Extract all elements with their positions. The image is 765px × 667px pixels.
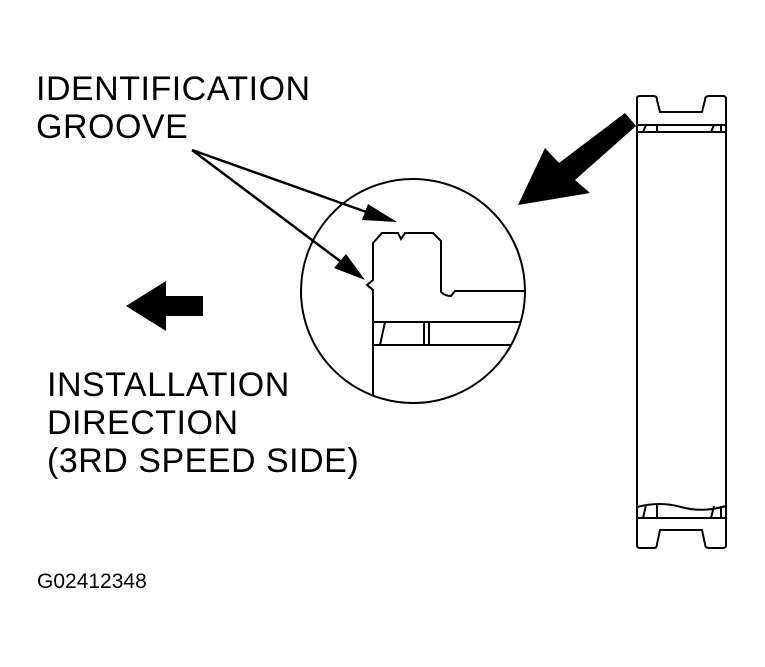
- installation-direction-label-line2: DIRECTION: [47, 404, 239, 442]
- magnified-gear-section: [365, 232, 525, 403]
- installation-direction-arrow: [126, 281, 203, 331]
- leader-arrowhead-lower: [334, 254, 365, 280]
- view-direction-arrow: [518, 113, 636, 205]
- identification-groove-label-line1: IDENTIFICATION: [36, 70, 311, 108]
- leader-line-upper: [191, 148, 373, 216]
- installation-direction-label-line3: (3RD SPEED SIDE): [47, 442, 360, 480]
- leader-arrowhead-upper: [362, 204, 397, 222]
- detail-magnifier: [300, 178, 526, 404]
- leader-line-lower: [191, 149, 345, 265]
- gear-side-view: [636, 95, 727, 549]
- installation-direction-label-line1: INSTALLATION: [47, 366, 290, 404]
- groove-leader-arrows: [191, 148, 397, 280]
- figure-code: G02412348: [37, 570, 147, 593]
- identification-groove-label-line2: GROOVE: [36, 108, 189, 146]
